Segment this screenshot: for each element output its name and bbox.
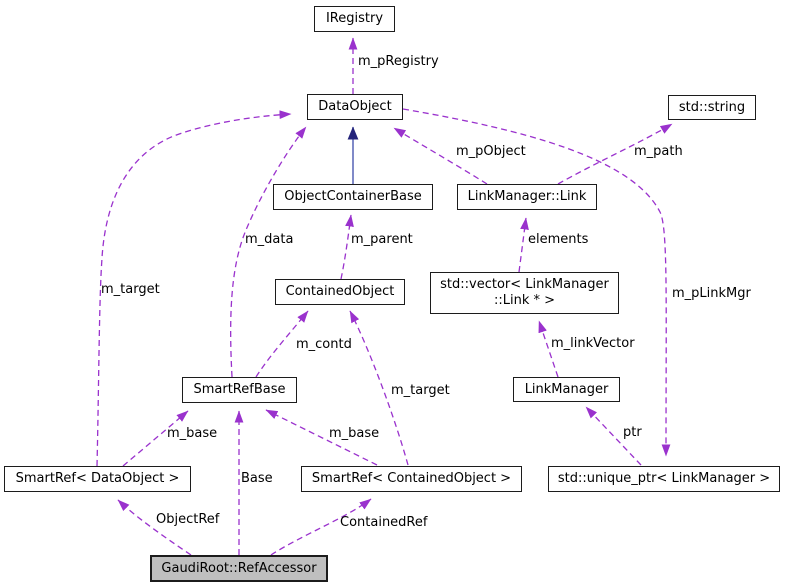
edge-m-data	[230, 126, 307, 378]
node-smartrefbase[interactable]: SmartRefBase	[182, 377, 297, 403]
edge-m-base-right	[265, 409, 378, 466]
edge-label-m-pobject: m_pObject	[456, 144, 526, 159]
node-smartref-dataobject[interactable]: SmartRef< DataObject >	[4, 466, 191, 492]
node-vector-line2: ::Link * >	[493, 293, 556, 308]
edge-m-base-left	[122, 410, 189, 467]
edge-ptr	[585, 406, 642, 466]
edge-m-target-right	[349, 310, 409, 466]
node-smartref-containedobject[interactable]: SmartRef< ContainedObject >	[301, 466, 522, 492]
node-iregistry[interactable]: IRegistry	[314, 6, 395, 32]
node-objectcontainerbase[interactable]: ObjectContainerBase	[273, 184, 433, 210]
node-linkmanager-link[interactable]: LinkManager::Link	[457, 184, 597, 210]
edge-label-m-path: m_path	[634, 144, 683, 159]
edge-label-m-plinkmgr: m_pLinkMgr	[672, 286, 751, 301]
node-std-string[interactable]: std::string	[668, 95, 756, 120]
edge-label-m-target-right: m_target	[391, 383, 450, 398]
node-unique-ptr-linkmanager[interactable]: std::unique_ptr< LinkManager >	[548, 466, 780, 492]
edge-label-elements: elements	[528, 232, 589, 247]
node-vector-line1: std::vector< LinkManager	[440, 277, 609, 293]
node-vector-linkmanager-link[interactable]: std::vector< LinkManager ::Link * >	[430, 272, 619, 314]
node-gaudiroot-refaccessor[interactable]: GaudiRoot::RefAccessor	[150, 555, 328, 582]
node-linkmanager[interactable]: LinkManager	[513, 377, 620, 402]
edge-label-m-parent: m_parent	[351, 232, 413, 247]
edge-elements	[518, 217, 529, 273]
edge-m-target-left	[96, 110, 292, 467]
edge-m-parent	[340, 214, 354, 280]
edge-m-plinkmgr	[402, 108, 671, 457]
edge-label-m-target-left: m_target	[101, 282, 160, 297]
edge-m-path	[557, 123, 673, 185]
edge-label-m-contd: m_contd	[296, 337, 352, 352]
node-containedobject[interactable]: ContainedObject	[275, 279, 405, 305]
node-dataobject[interactable]: DataObject	[307, 94, 403, 120]
edge-label-m-data: m_data	[245, 232, 294, 247]
edge-label-m-base-left: m_base	[167, 426, 218, 441]
edge-m-contd	[255, 310, 309, 378]
edge-label-m-pregistry: m_pRegistry	[358, 54, 439, 69]
edge-containedref	[270, 498, 372, 556]
edge-m-pobject	[393, 127, 488, 185]
edge-label-ptr: ptr	[623, 425, 642, 440]
edge-objectref	[117, 499, 192, 556]
edge-label-m-base-right: m_base	[329, 426, 380, 441]
edge-label-objectref: ObjectRef	[156, 512, 220, 527]
edge-label-base: Base	[241, 471, 273, 486]
edge-label-m-linkvector: m_linkVector	[551, 336, 635, 351]
edge-label-containedref: ContainedRef	[340, 515, 428, 530]
